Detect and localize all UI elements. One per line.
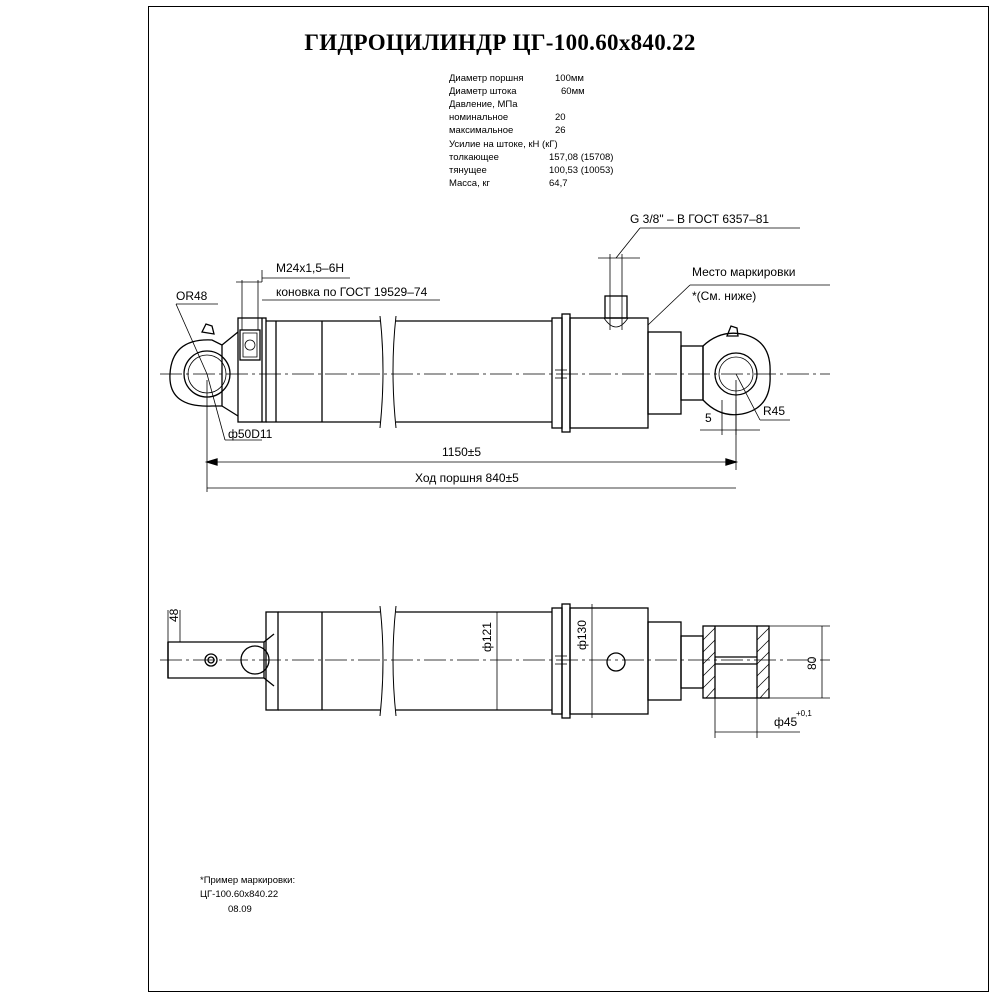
spec-label: Усилие на штоке, кН (кГ): [449, 138, 558, 150]
gland-body: [569, 317, 649, 429]
left-eye-outline: [169, 339, 223, 407]
bore-45-label: ф45: [774, 715, 798, 729]
length-total-label: 1150±5: [442, 445, 481, 459]
spec-value: 100мм: [555, 73, 584, 84]
marking-place-label: Место маркировки: [692, 265, 795, 279]
piston-rod: [680, 345, 704, 401]
stroke-label: Ход поршня 840±5: [415, 471, 519, 485]
drawing-sheet-border: [148, 6, 989, 992]
spec-label: тянущее: [449, 164, 487, 176]
fitting-std-label: коновка по ГОСТ 19529–74: [276, 285, 428, 299]
drawing-title: ГИДРОЦИЛИНДР ЦГ-100.60х840.22: [304, 30, 696, 55]
radius-right-label: R45: [763, 404, 785, 418]
spec-value: 64,7: [549, 177, 568, 189]
diameter-130-label: ф130: [575, 620, 589, 650]
marking-example-heading: *Пример маркировки:: [200, 875, 296, 886]
width-48-label: 48: [167, 608, 181, 622]
right-grease-nipple: [726, 325, 739, 337]
left-grease-nipple: [201, 323, 215, 335]
spec-value: 26: [555, 125, 566, 137]
bore-45-tolerance: +0,1: [796, 709, 812, 718]
spec-label: Давление, МПа: [449, 99, 518, 111]
right-eye-outline: [702, 332, 771, 416]
offset-5-label: 5: [705, 411, 712, 425]
spec-label: номинальное: [449, 112, 509, 124]
left-cap: [237, 317, 267, 423]
fitting-thread-label: M24x1,5–6H: [276, 261, 344, 275]
height-80-label: 80: [805, 656, 819, 670]
marking-example-line1: ЦГ-100.60х840.22: [200, 889, 279, 900]
diameter-121-label: ф121: [480, 622, 494, 652]
spec-label: толкающее: [449, 151, 499, 163]
spec-label: Диаметр штока: [449, 86, 517, 98]
rod-end-block: [702, 625, 770, 699]
spec-value: 100,53 (10053): [549, 164, 614, 176]
spec-label: максимальное: [449, 125, 514, 137]
spec-label: Диаметр поршня: [449, 73, 524, 84]
bottom-view: [160, 603, 830, 738]
top-view: [160, 227, 830, 492]
spec-value: 20: [555, 112, 566, 124]
marking-example-line2: 08.09: [228, 904, 252, 915]
port-thread-label: G 3/8" – B ГОСТ 6357–81: [630, 212, 769, 226]
port-fitting: [604, 295, 628, 319]
radius-left-label: OR48: [176, 289, 208, 303]
spec-value: 157,08 (15708): [549, 151, 614, 163]
pin-diameter-label: ф50D11: [228, 427, 273, 441]
spec-value: 60мм: [561, 86, 585, 98]
section-hatching: [702, 627, 770, 699]
spec-label: Масса, кг: [449, 177, 490, 189]
marking-ref-label: *(См. ниже): [692, 289, 756, 303]
